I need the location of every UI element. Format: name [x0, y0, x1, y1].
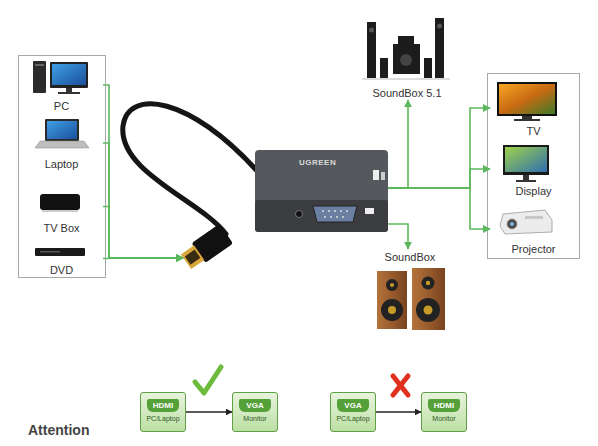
- signal-arrow: [388, 108, 490, 188]
- source-device: PC: [20, 57, 103, 113]
- node-label: Monitor: [422, 415, 466, 422]
- tv-icon: [497, 82, 557, 121]
- hdmi-vga-adapter: UGREEN: [255, 150, 388, 232]
- display-panel: [488, 74, 580, 259]
- signal-arrow: [388, 188, 490, 229]
- node-label: VGA: [337, 399, 369, 412]
- audio-output: SoundBox: [368, 249, 452, 332]
- node-label: TV: [490, 125, 577, 137]
- port-badge: HDMI Monitor: [421, 392, 467, 432]
- display-output: Display: [490, 140, 577, 198]
- projector-icon: [500, 210, 552, 234]
- source-device: Laptop: [20, 115, 103, 171]
- signal-arrow: [103, 85, 183, 258]
- source-device: DVD: [20, 240, 103, 277]
- node-label: UGREEN: [299, 158, 336, 167]
- display-output: Projector: [490, 202, 577, 256]
- signal-arrow: [103, 257, 183, 259]
- port-badge: HDMI PC/Laptop: [140, 392, 186, 432]
- node-label: Laptop: [20, 158, 103, 170]
- hdmi-plug: [179, 224, 233, 272]
- section-heading: Attention: [28, 422, 89, 438]
- direction-arrow: [186, 411, 232, 412]
- port-badge: VGA Monitor: [232, 392, 278, 432]
- signal-arrow: [388, 224, 408, 249]
- signal-arrow: [388, 169, 490, 188]
- node-label: SoundBox: [368, 251, 452, 263]
- signal-arrow: [103, 207, 183, 259]
- pc-icon: [33, 61, 88, 94]
- laptop-icon: [35, 119, 89, 148]
- node-label: Projector: [490, 243, 577, 255]
- source-panel: [19, 56, 106, 278]
- node-label: SoundBox 5.1: [362, 87, 452, 99]
- node-label: PC/Laptop: [141, 415, 185, 422]
- tv-box-icon: [40, 194, 80, 212]
- surround-speakers-icon: [362, 18, 450, 80]
- node-label: TV Box: [20, 222, 103, 234]
- signal-arrow: [103, 143, 183, 258]
- node-label: PC: [20, 100, 103, 112]
- dvd-icon: [35, 248, 85, 256]
- display-output: TV: [490, 78, 577, 138]
- node-label: Monitor: [233, 415, 277, 422]
- node-label: VGA: [239, 399, 271, 412]
- display-icon: [503, 145, 549, 182]
- source-device: TV Box: [20, 178, 103, 235]
- hdmi-cable: [123, 104, 258, 234]
- check-mark: [195, 367, 221, 393]
- signal-arrow: [388, 100, 408, 188]
- node-label: HDMI: [147, 399, 179, 412]
- node-label: DVD: [20, 264, 103, 276]
- node-label: Display: [490, 185, 577, 197]
- node-label: PC/Laptop: [331, 415, 375, 422]
- port-badge: VGA PC/Laptop: [330, 392, 376, 432]
- audio-output: SoundBox 5.1: [362, 12, 452, 100]
- stereo-speakers-icon: [377, 268, 445, 330]
- direction-arrow: [376, 411, 421, 412]
- node-label: HDMI: [428, 399, 460, 412]
- cross-mark: [393, 376, 408, 395]
